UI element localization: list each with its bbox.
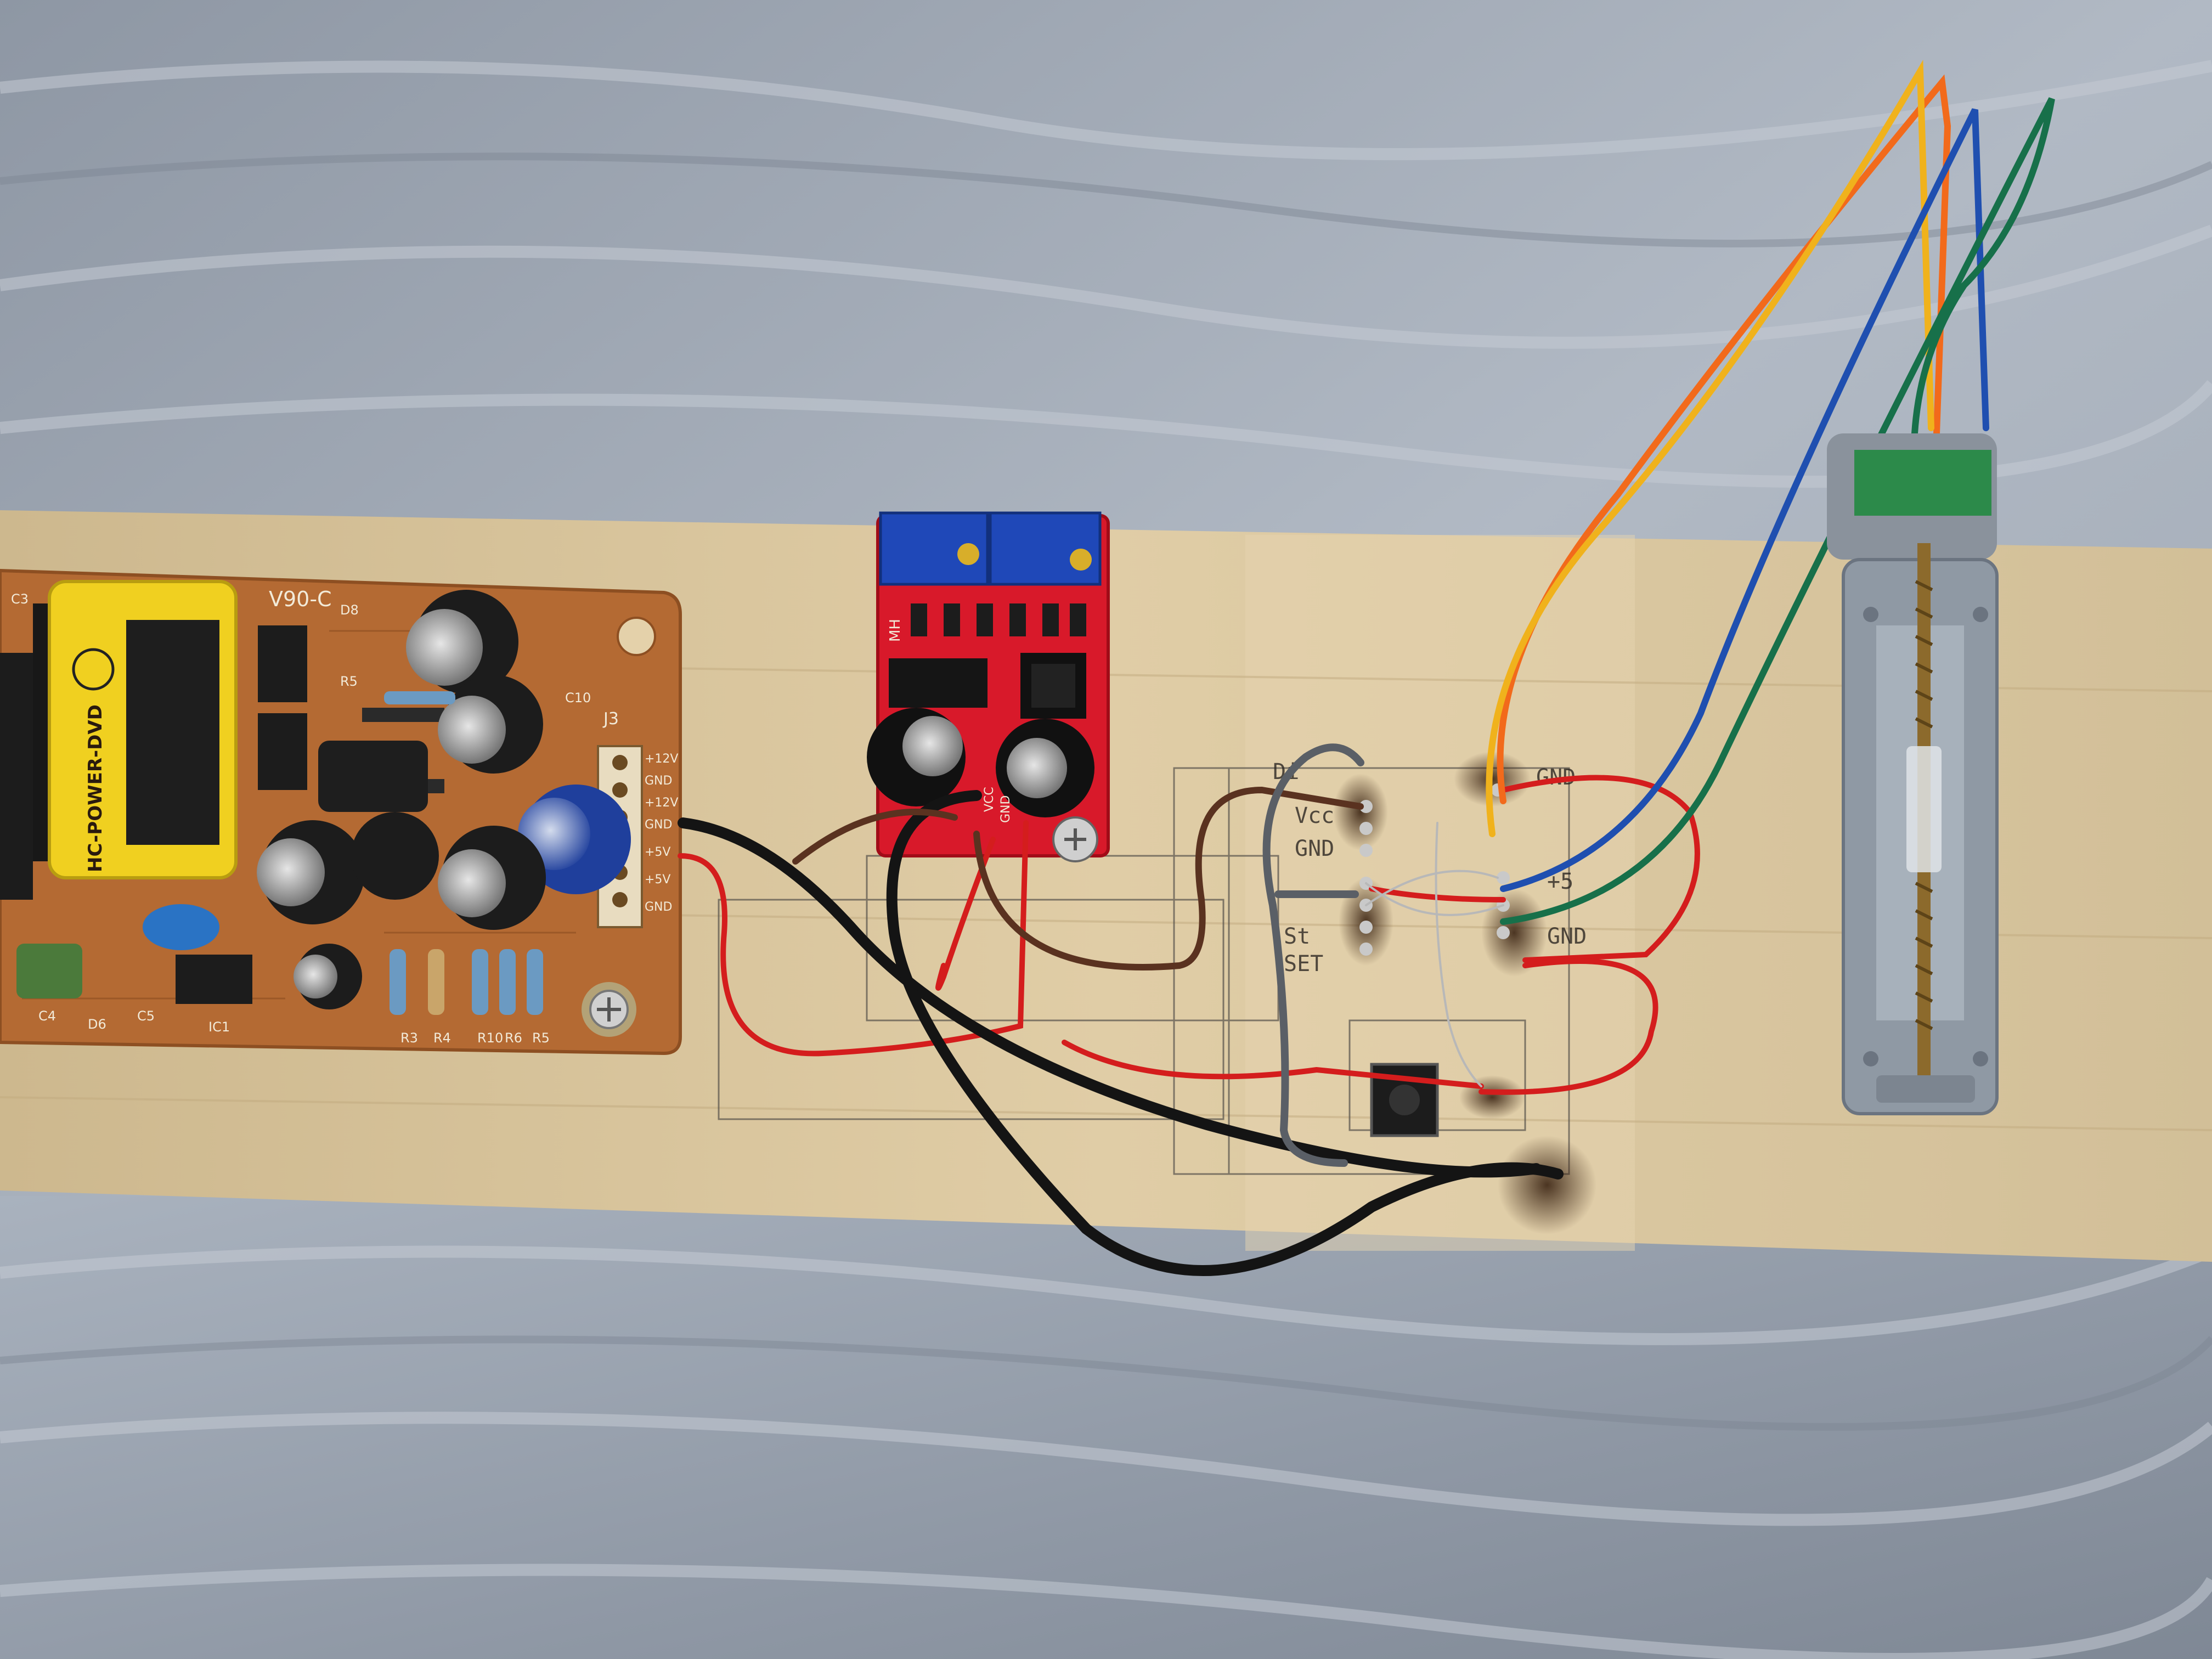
svg-text:St: St bbox=[1284, 924, 1310, 949]
transformer-label: HC-POWER-DVD bbox=[84, 704, 106, 872]
pin-label: +5V bbox=[645, 873, 670, 887]
component-label: C3 bbox=[11, 591, 29, 607]
component-label: IC1 bbox=[208, 1019, 230, 1035]
module-gnd-label: GND bbox=[999, 795, 1013, 823]
component-label: D6 bbox=[88, 1017, 106, 1032]
pencil-notes: Di Vcc GND St SET GND +5 GND bbox=[1273, 759, 1587, 977]
component-label: R5 bbox=[340, 674, 358, 689]
transformer: HC-POWER-DVD bbox=[33, 580, 238, 879]
component-label: D8 bbox=[340, 602, 359, 618]
component-label: C10 bbox=[565, 690, 591, 706]
component-label: R4 bbox=[433, 1030, 451, 1046]
svg-text:Vcc: Vcc bbox=[1295, 803, 1334, 828]
svg-text:SET: SET bbox=[1284, 951, 1323, 977]
board-model: V90-C bbox=[269, 587, 332, 611]
capacitors bbox=[257, 590, 631, 1009]
resistors bbox=[384, 691, 543, 1015]
svg-text:GND: GND bbox=[1547, 924, 1587, 949]
component-label: R5 bbox=[532, 1030, 550, 1046]
connector-label: J3 bbox=[602, 709, 619, 729]
wiring bbox=[678, 60, 2055, 1277]
pin-label: GND bbox=[645, 900, 672, 914]
component-label: R6 bbox=[505, 1030, 522, 1046]
cloth-folds bbox=[0, 60, 2212, 1659]
module-vcc-label: VCC bbox=[983, 787, 996, 812]
component-label: R10 bbox=[477, 1030, 503, 1046]
pin-label: GND bbox=[645, 818, 672, 832]
driver-module: MH VCC GND bbox=[867, 511, 1110, 862]
pin-label: +12V bbox=[645, 752, 678, 766]
module-label: MH bbox=[887, 619, 904, 642]
power-supply-board: HC-POWER-DVD V90-C J3 +12V GND +12V GND … bbox=[0, 568, 682, 1056]
svg-text:GND: GND bbox=[1295, 836, 1334, 861]
pin-label: +5V bbox=[645, 845, 670, 859]
component-label: C4 bbox=[38, 1008, 56, 1024]
linear-stepper-motor bbox=[1827, 433, 1999, 1115]
solder-scorch-marks bbox=[1333, 752, 1596, 1234]
component-label: R3 bbox=[400, 1030, 418, 1046]
component-label: C5 bbox=[137, 1008, 155, 1024]
pin-label: GND bbox=[645, 774, 672, 788]
pin-label: +12V bbox=[645, 796, 678, 810]
